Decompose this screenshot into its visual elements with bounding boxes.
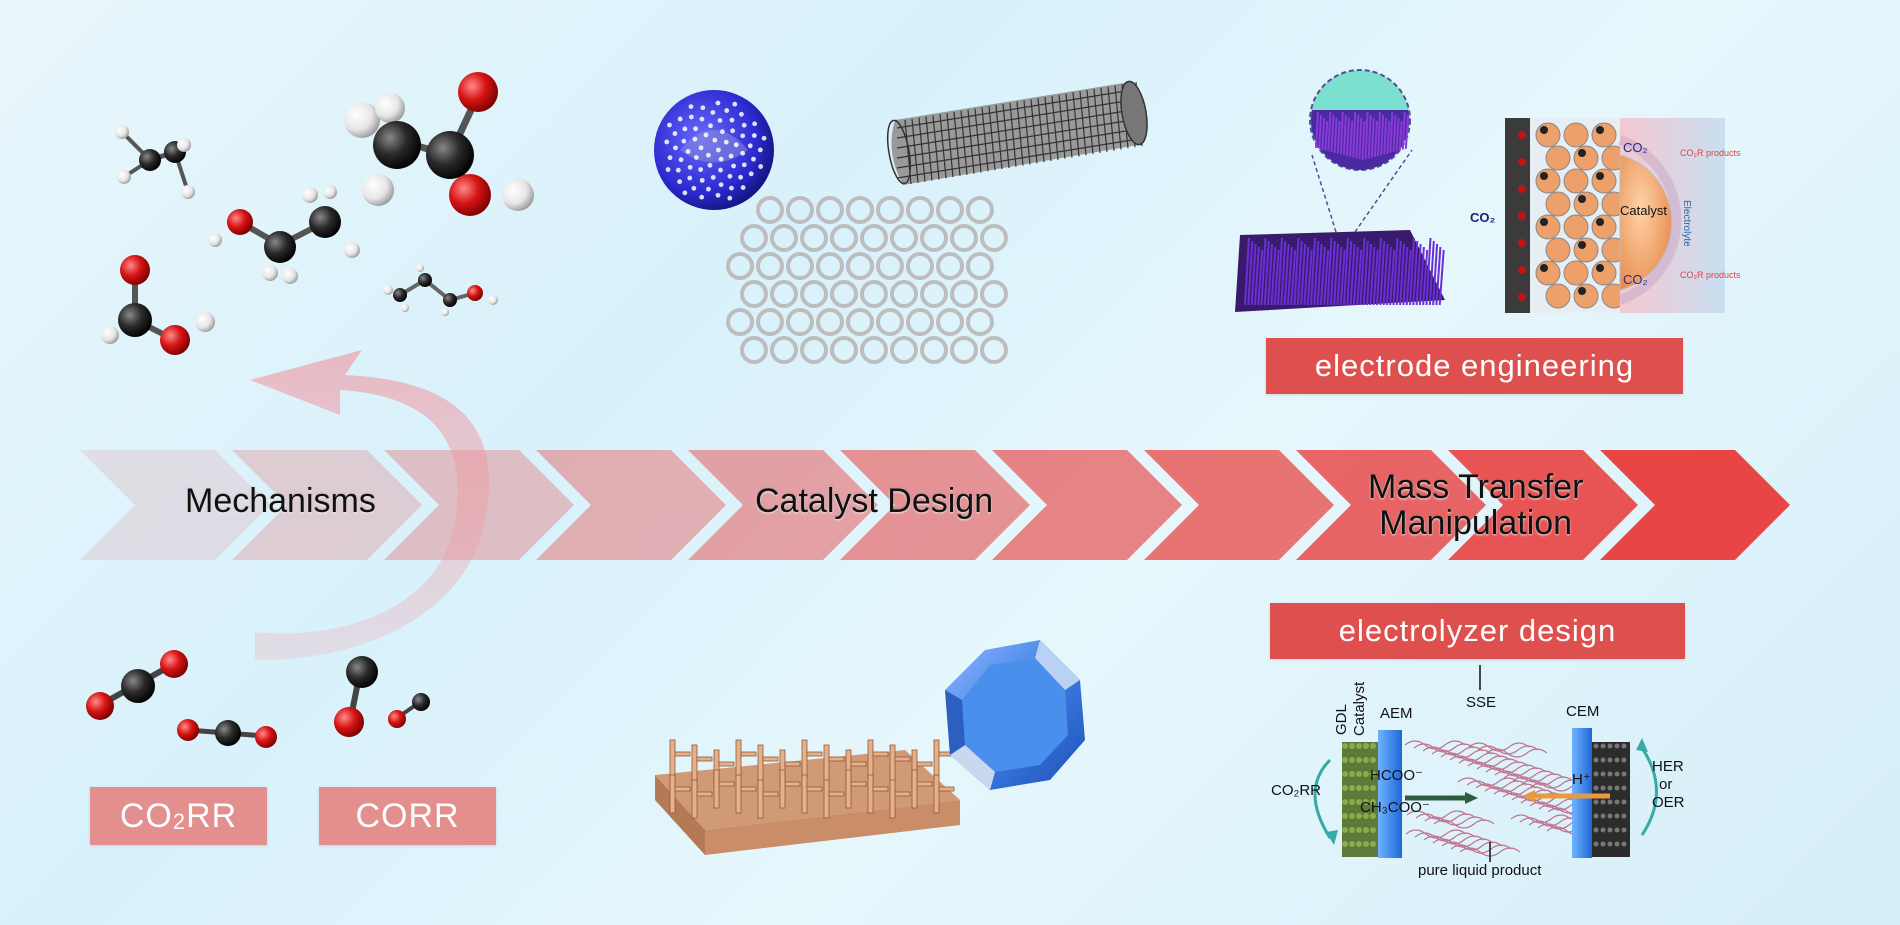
electrolyzer-her-label: HER — [1652, 758, 1684, 775]
co2-molecule-small-icon — [177, 719, 277, 748]
chip-electrode-engineering: electrode engineering — [1266, 338, 1683, 394]
porous-framework-icon — [726, 196, 1008, 364]
chevron-arrow-segment — [80, 450, 270, 560]
co-molecule-small-icon — [388, 693, 430, 728]
electrolyzer-sse-label: SSE — [1466, 694, 1497, 711]
electrode-products-bottom-label: CO₂R products — [1680, 270, 1741, 280]
stage-label-mass-transfer: Mass Transfer Manipulation — [1368, 468, 1584, 542]
electrode-co2-top-label: CO₂ — [1623, 140, 1648, 155]
stage-label-mass-transfer-line2: Manipulation — [1379, 503, 1573, 542]
chevron-arrow-segment — [1144, 450, 1334, 560]
electrolyzer-gdl-label: GDL — [1333, 704, 1350, 735]
electrode-cross-section-icon — [1505, 118, 1725, 313]
crystal-polyhedron-icon — [945, 640, 1085, 790]
stage-label-catalyst-design: Catalyst Design — [755, 482, 994, 520]
electrolyzer-co2rr-label: CO₂RR — [1271, 782, 1321, 799]
curved-arrow-icon — [250, 350, 490, 661]
ethane-molecule-icon — [115, 125, 195, 199]
electrolyzer-ch3coo-label: CH₃COO⁻ — [1360, 799, 1430, 816]
chevron-arrow-segment — [840, 450, 1030, 560]
electrolyzer-hcoo-label: HCOO⁻ — [1370, 767, 1423, 784]
process-arrow-band — [80, 450, 1790, 560]
electrode-electrolyte-label: Electrolyte — [1681, 200, 1692, 247]
electrolyzer-h-plus-label: H⁺ — [1572, 771, 1591, 788]
chevron-arrow-segment — [1600, 450, 1790, 560]
electrolyzer-or-label: or — [1659, 776, 1673, 793]
chevron-arrow-segment — [688, 450, 878, 560]
nanosphere-catalyst-icon — [654, 90, 774, 210]
copper-nanosheet-icon — [655, 739, 960, 855]
electrode-layer-icon — [1235, 69, 1445, 312]
electrolyzer-cem-label: CEM — [1566, 703, 1600, 720]
chevron-arrow-segment — [1448, 450, 1638, 560]
electrolyzer-oer-label: OER — [1652, 794, 1685, 811]
electrolyzer-cell-icon — [1313, 665, 1658, 862]
electrode-co2-label: CO₂ — [1470, 210, 1496, 225]
chip-corr: CORR — [319, 787, 496, 845]
co-molecule-icon — [334, 656, 378, 737]
chevron-arrow-segment — [232, 450, 422, 560]
nanotube-catalyst-icon — [886, 80, 1148, 185]
stage-label-mass-transfer-line1: Mass Transfer — [1368, 468, 1584, 506]
chip-co2rr-text: CO2RR — [119, 796, 238, 835]
chevron-arrow-segment — [992, 450, 1182, 560]
electrolyzer-catalyst-label: Catalyst — [1351, 681, 1368, 736]
formic-acid-molecule-icon — [101, 255, 215, 355]
electrode-products-top-label: CO₂R products — [1680, 148, 1741, 158]
chevron-arrow-segment — [536, 450, 726, 560]
electrode-co2-bottom-label: CO₂ — [1623, 272, 1648, 287]
propanol-molecule-icon — [383, 264, 498, 316]
chip-electrolyzer-design: electrolyzer design — [1270, 603, 1685, 659]
chevron-arrow-segment — [1296, 450, 1486, 560]
stage-label-mechanisms: Mechanisms — [185, 482, 376, 520]
chip-co2rr: CO2RR — [90, 787, 267, 845]
electrode-catalyst-label: Catalyst — [1620, 203, 1667, 218]
ethanol-molecule-icon — [208, 185, 360, 284]
electrolyzer-pure-liquid-label: pure liquid product — [1418, 862, 1542, 879]
electrolyzer-aem-label: AEM — [1380, 705, 1413, 722]
co2-molecule-icon — [86, 650, 188, 720]
acetic-acid-molecule-icon — [344, 72, 534, 216]
